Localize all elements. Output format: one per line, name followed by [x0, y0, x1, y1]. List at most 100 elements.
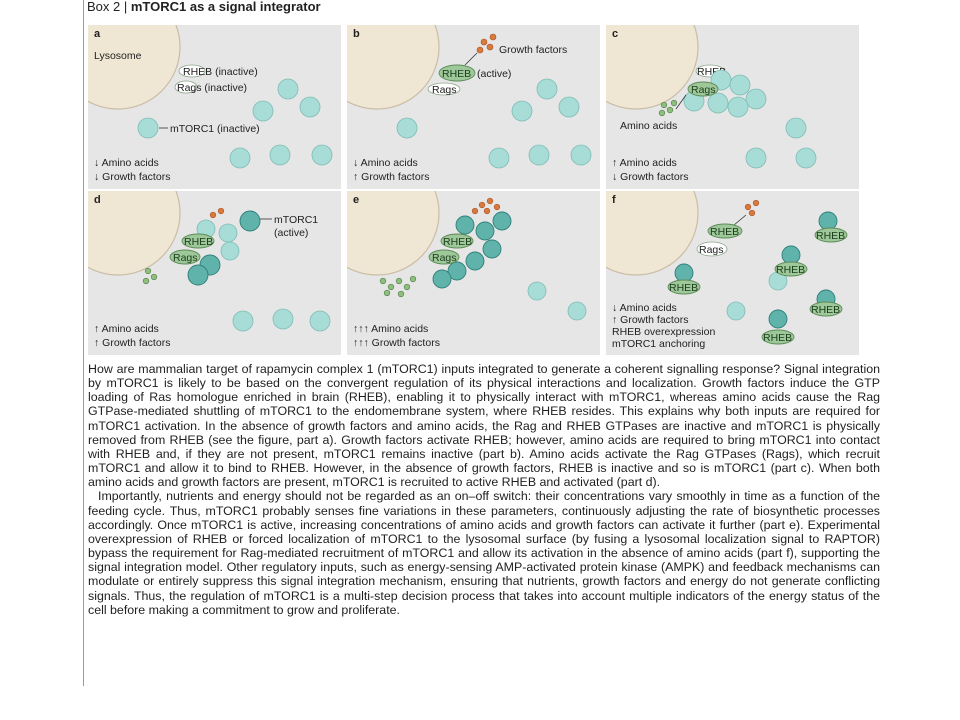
mtorc1-active [465, 251, 485, 271]
mtorc1-complex [726, 301, 746, 321]
growth-factor [486, 43, 494, 51]
mtorc1-complex [727, 96, 749, 118]
amino-acid [409, 275, 417, 283]
mtorc1-complex [558, 96, 580, 118]
mtorc1-complexes [527, 281, 587, 321]
growth-factors-status: ↑↑↑ Growth factors [353, 337, 440, 349]
pointer-arrow [464, 52, 478, 66]
rheb-inactive-shape [178, 64, 206, 78]
amino-acid-particles [142, 267, 158, 285]
rags-active-shape [169, 249, 201, 265]
mtorc1-complexes [396, 78, 592, 169]
mtorc1-label: mTORC1 [274, 214, 318, 226]
mtorc1-complex [567, 301, 587, 321]
amino-acid [660, 101, 668, 109]
rheb-label: RHEB [669, 282, 698, 294]
amino-acid [142, 277, 150, 285]
rags-label: Rags [432, 84, 457, 96]
mtorc1-complex [309, 310, 331, 332]
amino-acid-particles [379, 275, 417, 298]
rheb-label: RHEB [184, 236, 213, 248]
rags-active-shape [687, 81, 719, 97]
mtorc1-active [187, 264, 209, 286]
growth-factors-status: ↓ Growth factors [94, 171, 170, 183]
mtorc1-complex [729, 74, 751, 96]
growth-factor [480, 38, 488, 46]
mtorc1-complex [511, 100, 533, 122]
panel-a: a Lysosome RHEB (inactive) Rags (inactiv… [88, 25, 341, 189]
mtorc1-active [432, 269, 452, 289]
mtorc1-active [447, 261, 467, 281]
panel-c-figure: c RHEB Rags Amino acids ↑ Amino acids ↓ … [606, 25, 817, 183]
amino-acids-status: ↑ Amino acids [94, 323, 159, 335]
lysosome-label: Lysosome [94, 50, 142, 62]
amino-acids-status: ↓ Amino acids [353, 157, 418, 169]
mtorc1-complex [707, 92, 729, 114]
amino-acids-status: ↑↑↑ Amino acids [353, 323, 428, 335]
growth-factor-particles [476, 33, 497, 54]
mtorc1-complex [396, 117, 418, 139]
panel-e-figure: e RHEB Rags [347, 191, 587, 349]
amino-acid [379, 277, 387, 285]
panel-b: b Growth factors RHEB (active) Rags ↓ Am… [347, 25, 600, 189]
growth-factor [486, 197, 494, 205]
mtorc1-complex [229, 147, 251, 169]
mtorc1-complex [311, 144, 333, 166]
amino-acid [403, 283, 411, 291]
mtorc1-complex [528, 144, 550, 166]
mtorc1-active [818, 211, 838, 231]
mtorc1-complex [570, 144, 592, 166]
rheb-label: RHEB [816, 230, 845, 242]
growth-factor [209, 211, 217, 219]
amino-acids-status: ↓ Amino acids [612, 302, 677, 314]
panel-d: d RHEB Rags mTORC1 (active) [88, 191, 341, 355]
growth-factor-particles [471, 197, 501, 215]
growth-factor [471, 207, 479, 215]
mtorc1-active [239, 210, 261, 232]
mtorc1-complex [137, 117, 159, 139]
amino-acid [666, 106, 674, 114]
rags-active-shape [428, 249, 460, 265]
growth-factor [476, 46, 484, 54]
mtorc1-active-complexes [674, 211, 838, 329]
rags-label: Rags [691, 84, 716, 96]
panel-e: e RHEB Rags [347, 191, 600, 355]
rheb-label: RHEB [443, 236, 472, 248]
panel-a-figure: a Lysosome RHEB (inactive) Rags (inactiv… [88, 25, 333, 183]
lysosome-shape [606, 191, 699, 276]
rheb-shape [667, 279, 701, 295]
rheb-overexpression-label: RHEB overexpression [612, 326, 715, 338]
mtorc1-complex [220, 241, 240, 261]
mtorc1-complex [299, 96, 321, 118]
rheb-label: RHEB [710, 226, 739, 238]
mtorc1-complex [795, 147, 817, 169]
body-text: How are mammalian target of rapamycin co… [88, 362, 880, 617]
mtorc1-label: mTORC1 (inactive) [170, 123, 260, 135]
growth-factor-particles [744, 199, 760, 217]
rheb-active-shape [707, 223, 743, 239]
amino-acid [658, 109, 666, 117]
panel-f-figure: f RHEB Rags RHEB RHEB [606, 191, 848, 350]
mtorc1-complexes [726, 271, 788, 321]
rheb-label: RHEB [811, 304, 840, 316]
growth-factors-label: Growth factors [499, 44, 567, 56]
mtorc1-complex [785, 117, 807, 139]
paragraph-1: How are mammalian target of rapamycin co… [88, 362, 880, 490]
growth-factor [217, 207, 225, 215]
lysosome-shape [347, 25, 440, 110]
panel-label: b [353, 28, 360, 40]
growth-factor [744, 203, 752, 211]
mtorc1-complex [269, 144, 291, 166]
panel-b-figure: b Growth factors RHEB (active) Rags ↓ Am… [347, 25, 592, 183]
mtorc1-complexes [683, 69, 817, 169]
amino-acids-status: ↓ Amino acids [94, 157, 159, 169]
panel-label: f [612, 194, 616, 206]
amino-acid [395, 277, 403, 285]
rheb-label: RHEB (inactive) [183, 66, 258, 78]
mtorc1-complex [745, 147, 767, 169]
rags-label: Rags [699, 244, 724, 256]
panel-d-figure: d RHEB Rags mTORC1 (active) [88, 191, 331, 349]
rags-label: Rags [432, 252, 457, 264]
panel-label: c [612, 28, 618, 40]
rheb-label: RHEB [776, 264, 805, 276]
